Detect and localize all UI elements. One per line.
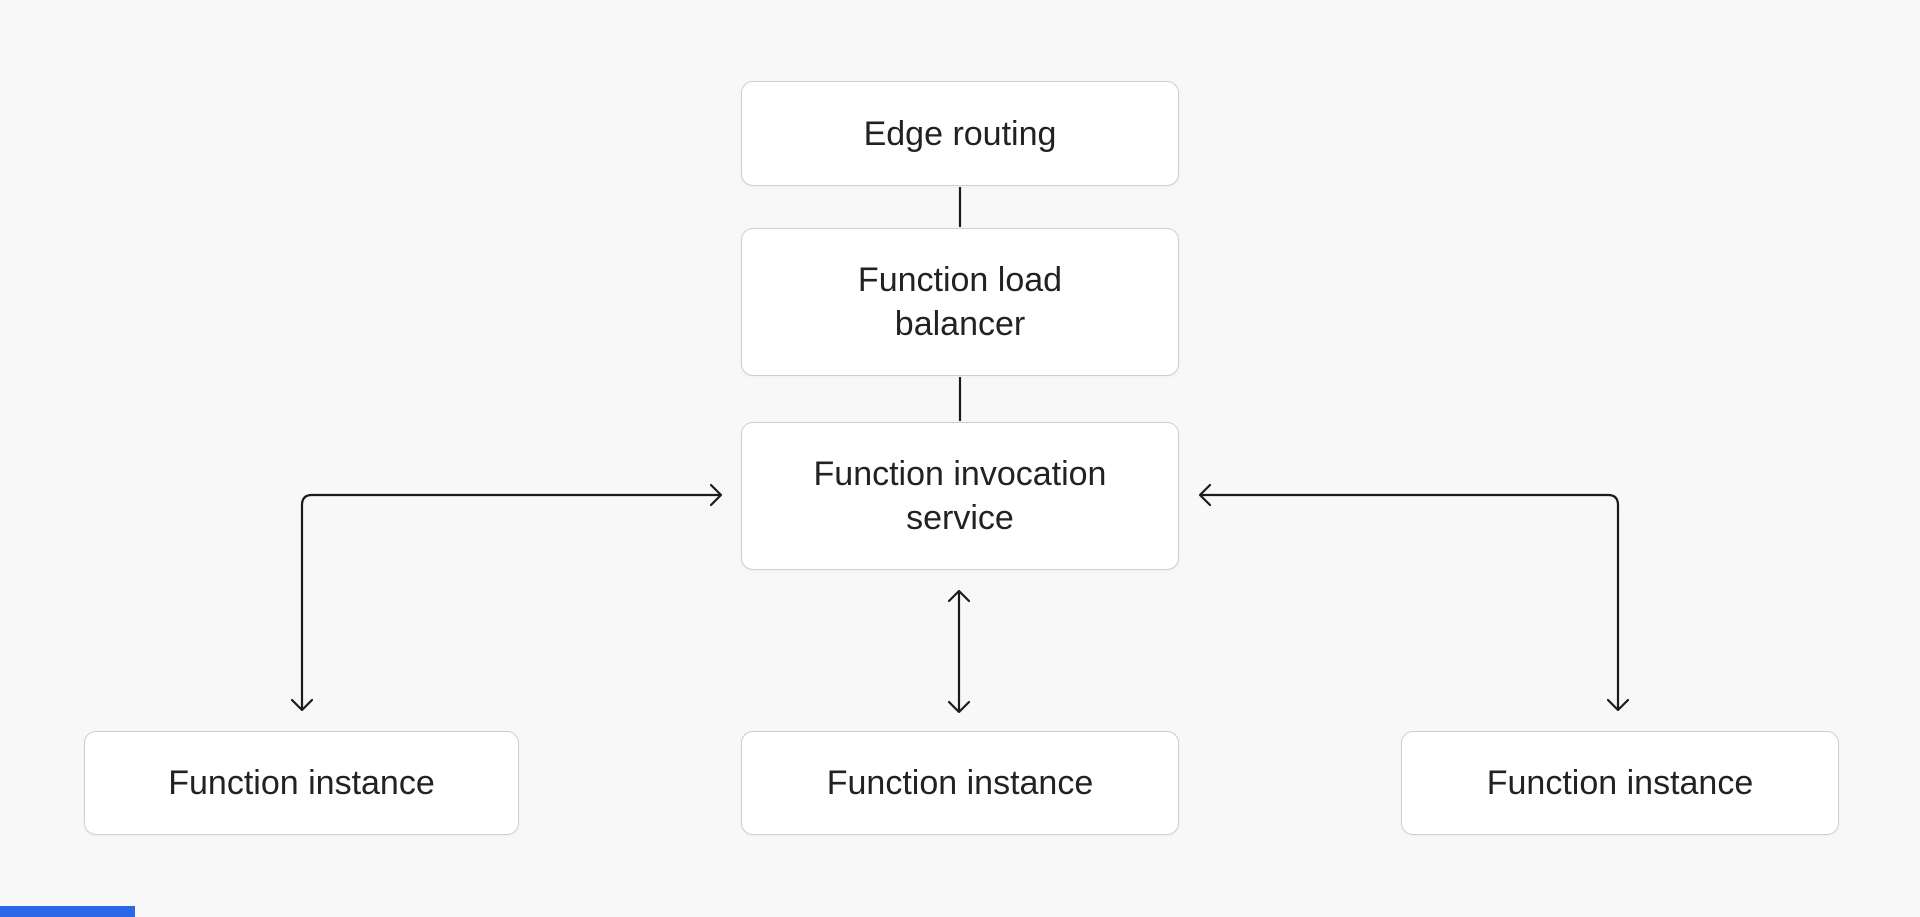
node-function-instance-center-label: Function instance xyxy=(826,764,1094,802)
node-function-instance-left: Function instance xyxy=(84,731,519,835)
node-function-instance-right: Function instance xyxy=(1401,731,1839,835)
node-function-invocation-service-label: Function invocation service xyxy=(813,455,1107,537)
node-function-load-balancer: Function load balancer xyxy=(741,228,1179,376)
node-edge-routing: Edge routing xyxy=(741,81,1179,186)
edge-invocation-service-to-right-instance xyxy=(1198,483,1630,712)
node-function-instance-left-label: Function instance xyxy=(168,764,435,802)
node-function-instance-center: Function instance xyxy=(741,731,1179,835)
bottom-left-accent-bar xyxy=(0,906,135,917)
node-function-load-balancer-label: Function load balancer xyxy=(857,261,1063,343)
edge-invocation-service-to-left-instance xyxy=(290,483,723,712)
node-function-invocation-service: Function invocation service xyxy=(741,422,1179,570)
node-edge-routing-label: Edge routing xyxy=(863,114,1057,153)
node-function-instance-right-label: Function instance xyxy=(1486,764,1754,802)
